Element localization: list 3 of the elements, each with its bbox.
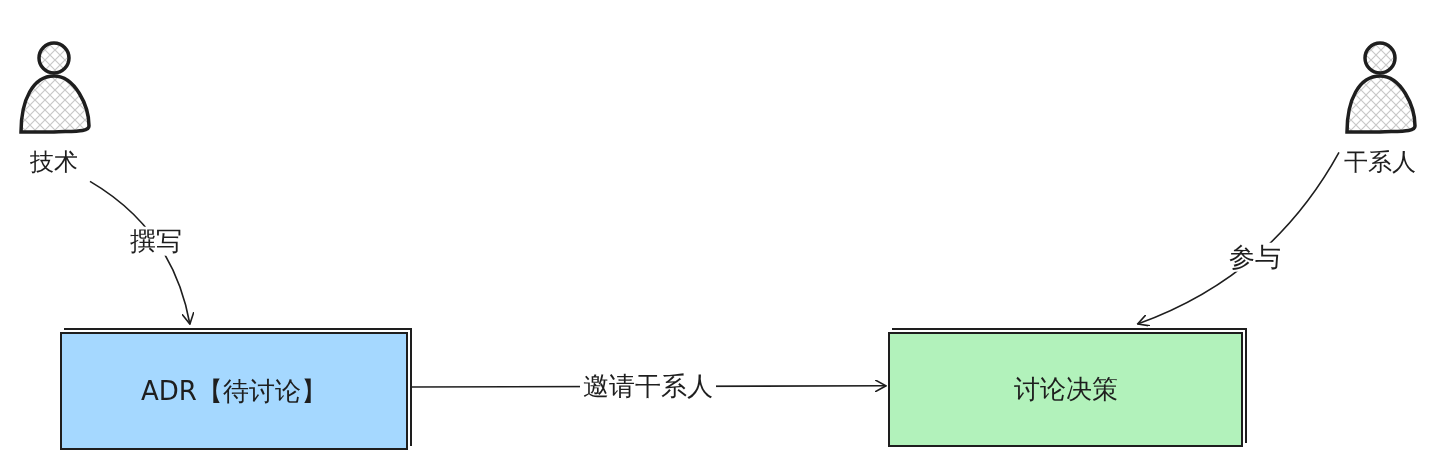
person-label: 技术 — [29, 147, 79, 178]
edge-label: 邀请干系人 — [580, 372, 716, 401]
person-label: 干系人 — [1343, 147, 1417, 178]
